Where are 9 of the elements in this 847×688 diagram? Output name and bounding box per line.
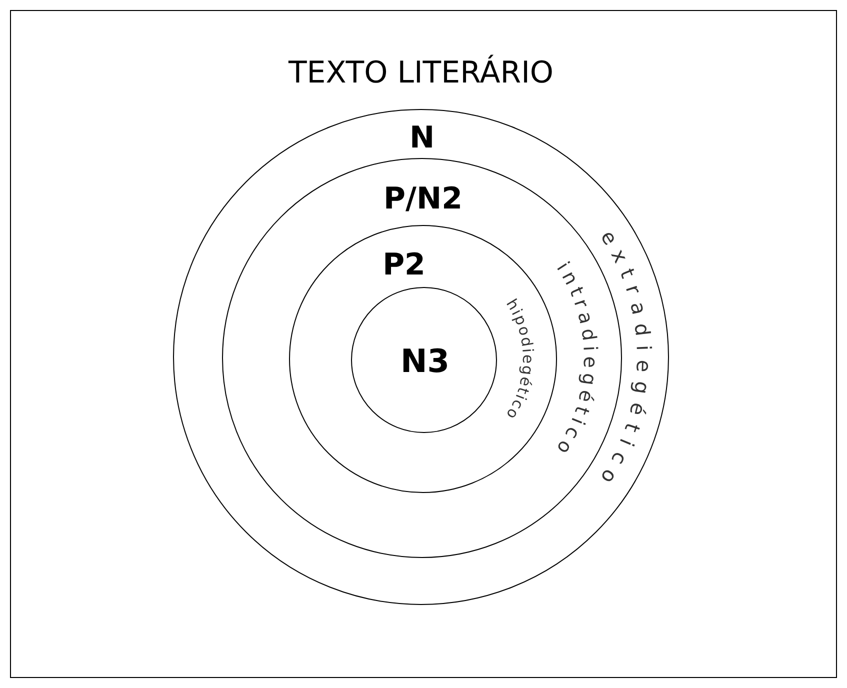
level-circle	[351, 287, 497, 433]
level-label: P2	[382, 248, 426, 282]
level-circle	[289, 225, 557, 493]
level-label: N	[409, 120, 435, 156]
level-circle	[173, 109, 669, 605]
level-label: N3	[400, 342, 450, 380]
frame-box	[10, 10, 837, 678]
box-heading: TEXTO LITERÁRIO	[288, 56, 554, 90]
level-label: P/N2	[384, 182, 462, 216]
